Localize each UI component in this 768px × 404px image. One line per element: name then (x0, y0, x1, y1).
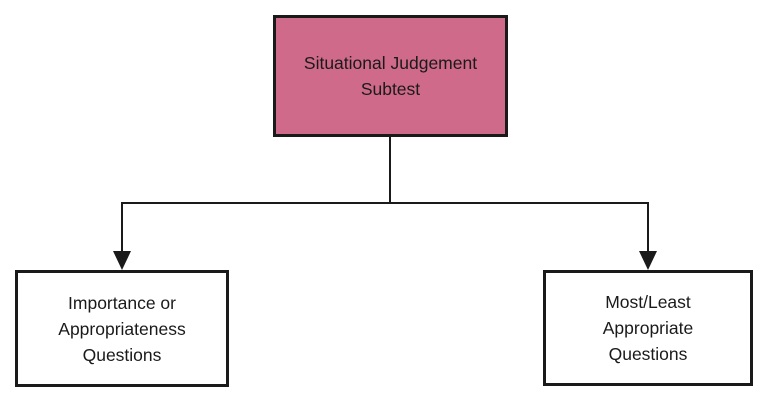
arrow-down-icon (113, 251, 131, 270)
connector-stem-line (389, 137, 391, 204)
connector-right-leg-line (647, 202, 649, 254)
arrow-down-icon (639, 251, 657, 270)
node-label-line: Questions (82, 344, 162, 365)
node-label-line: Appropriateness (58, 318, 186, 339)
node-situational-judgement-subtest: Situational Judgement Subtest (273, 15, 508, 137)
node-importance-or-appropriateness-questions: Importance or Appropriateness Questions (15, 270, 229, 387)
node-label-line: Situational Judgement (303, 53, 478, 73)
node-label-line: Subtest (360, 79, 421, 99)
connector-crossbar-line (121, 202, 649, 204)
connector-left-leg-line (121, 202, 123, 254)
node-label-line: Importance or (68, 292, 176, 313)
node-label-line: Most/Least (605, 292, 691, 312)
node-label-line: Questions (608, 344, 688, 364)
node-most-least-appropriate-questions: Most/Least Appropriate Questions (543, 270, 753, 386)
node-label-line: Appropriate (602, 318, 694, 338)
